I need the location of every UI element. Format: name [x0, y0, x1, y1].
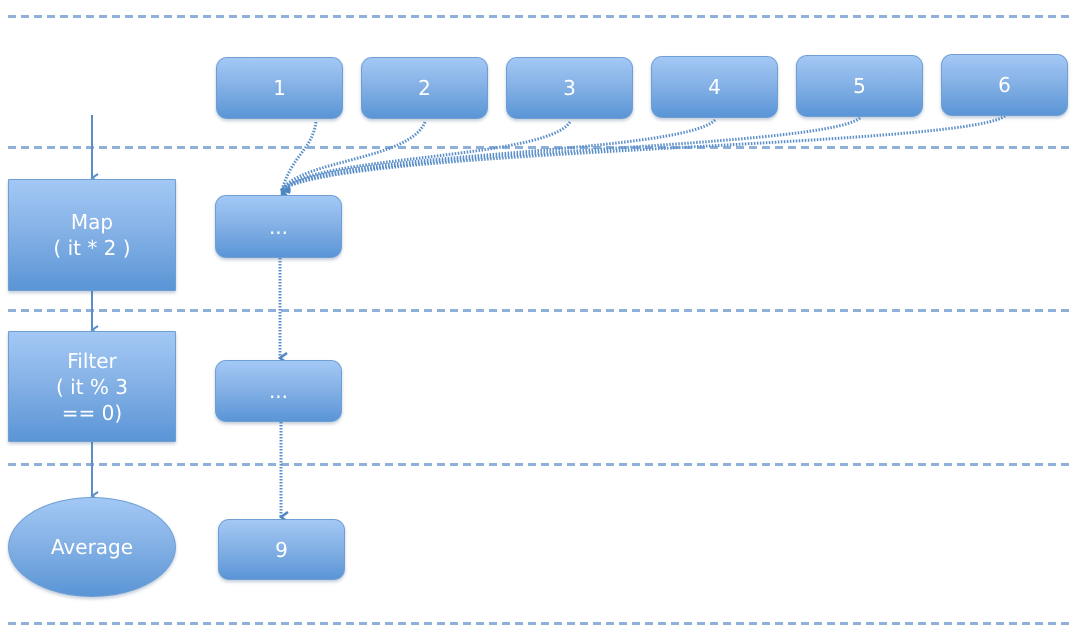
input-value: 6 — [998, 73, 1011, 97]
input-element-1: 1 — [216, 57, 343, 119]
input-element-2: 2 — [361, 57, 488, 119]
flow-from-input-6 — [282, 114, 1006, 190]
lane-divider-5 — [8, 622, 1070, 625]
input-value: 3 — [563, 76, 576, 100]
input-value: 1 — [273, 76, 286, 100]
input-element-5: 5 — [796, 55, 923, 117]
filter-result: ... — [215, 360, 342, 422]
lane-divider-3 — [8, 309, 1070, 312]
map-operation: Map ( it * 2 ) — [8, 179, 176, 291]
flow-from-input-5 — [282, 116, 861, 190]
filter-operation: Filter ( it % 3 == 0) — [8, 331, 176, 442]
result-value: ... — [268, 379, 289, 403]
input-element-4: 4 — [651, 56, 778, 118]
flow-from-input-4 — [282, 118, 717, 190]
map-label: Map ( it * 2 ) — [53, 210, 131, 260]
map-result: ... — [215, 195, 342, 258]
lane-divider-1 — [8, 15, 1070, 18]
lane-divider-2 — [8, 146, 1070, 149]
input-value: 4 — [708, 75, 721, 99]
result-value: 9 — [275, 537, 288, 562]
input-value: 2 — [418, 76, 431, 100]
filter-label: Filter ( it % 3 == 0) — [55, 348, 128, 425]
flow-from-input-3 — [282, 121, 572, 190]
input-element-3: 3 — [506, 57, 633, 119]
result-value: ... — [268, 214, 289, 239]
average-result: 9 — [218, 519, 345, 580]
flow-from-input-2 — [282, 121, 427, 190]
average-label: Average — [50, 535, 134, 559]
average-operation: Average — [8, 497, 176, 597]
input-value: 5 — [853, 74, 866, 98]
lane-divider-4 — [8, 463, 1070, 466]
flow-from-input-1 — [282, 121, 318, 190]
input-element-6: 6 — [941, 54, 1068, 116]
